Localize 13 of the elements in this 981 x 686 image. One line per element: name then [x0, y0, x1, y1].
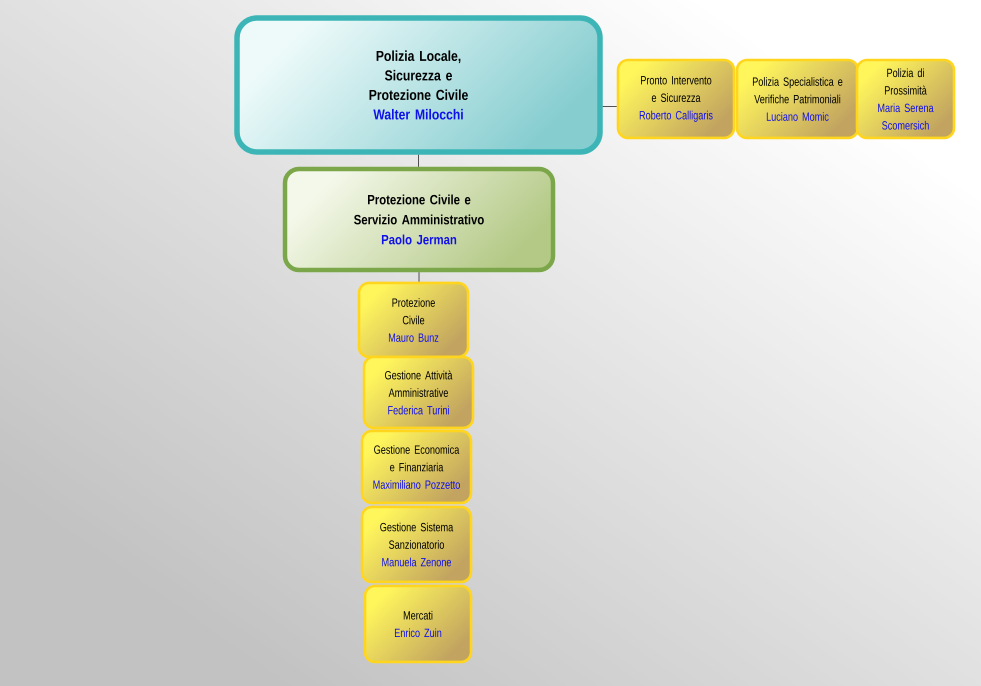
office-box: Gestione Attività Amministrative Federica Turini	[362, 356, 474, 430]
office-box: Polizia Specialistica e Verifiche Patrimoniali Luciano Momic	[736, 58, 860, 140]
office-box: Polizia Locale, Sicurezza e Protezione Civile Walter Milocchi	[234, 15, 603, 155]
office-box: Pronto Intervento e Sicurezza Roberto Calligaris	[616, 58, 736, 140]
office-box: Mercati Enrico Zuin	[364, 584, 472, 664]
connector-line	[602, 106, 618, 107]
office-box: Gestione Economica e Finanziaria Maximiliano Pozzetto	[360, 430, 472, 504]
connector-line	[418, 154, 419, 168]
office-box: Polizia di Prossimità Maria Serena Scomersich	[856, 58, 956, 140]
office-box: Gestione Sistema Sanzionatorio Manuela Zenone	[360, 506, 472, 584]
office-box: Protezione Civile Mauro Bunz	[358, 282, 470, 358]
office-box: Protezione Civile e Servizio Amministrativo Paolo Jerman	[282, 166, 556, 272]
connector-line	[418, 272, 420, 282]
